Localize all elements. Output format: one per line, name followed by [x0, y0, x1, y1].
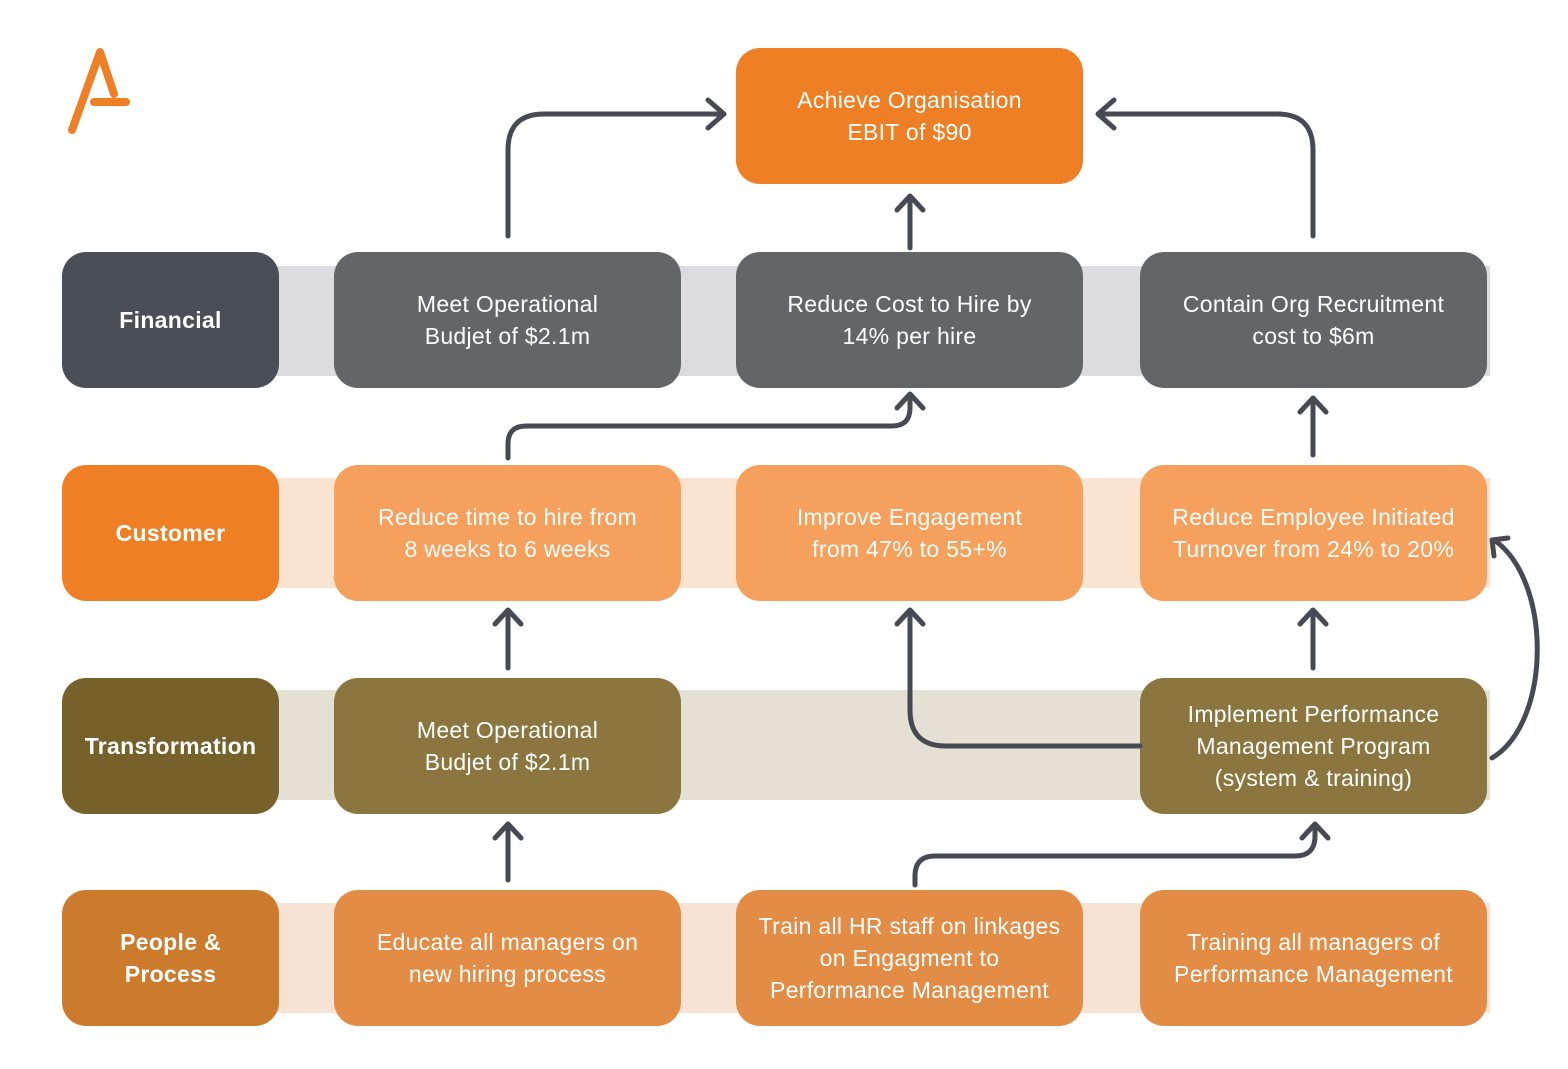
people-box-3: Training all managers of Performance Man… [1140, 890, 1487, 1026]
arrow-transformation2-to-customer2 [907, 609, 1143, 749]
people-box-2: Train all HR staff on linkages on Engagm… [736, 890, 1083, 1026]
customer-box-1: Reduce time to hire from 8 weeks to 6 we… [334, 465, 681, 601]
customer-box-3: Reduce Employee Initiated Turnover from … [1140, 465, 1487, 601]
arrow-financial1-to-goal [505, 111, 725, 239]
row-label-transformation: Transformation [62, 678, 279, 814]
financial-box-2: Reduce Cost to Hire by 14% per hire [736, 252, 1083, 388]
row-label-financial: Financial [62, 252, 279, 388]
financial-box-1: Meet Operational Budjet of $2.1m [334, 252, 681, 388]
goal-text: Achieve Organisation EBIT of $90 [797, 87, 1022, 145]
arrow-customer1-to-financial2 [505, 393, 913, 461]
arrow-transformation2-to-customer3-curve [1489, 537, 1540, 761]
row-label-people-process: People & Process [62, 890, 279, 1026]
people-box-1: Educate all managers on new hiring proce… [334, 890, 681, 1026]
logo-icon [68, 48, 130, 134]
financial-box-3: Contain Org Recruitment cost to $6m [1140, 252, 1487, 388]
customer-box-2: Improve Engagement from 47% to 55+% [736, 465, 1083, 601]
goal-box: Achieve Organisation EBIT of $90 [736, 48, 1083, 184]
arrow-people2-to-transformation2 [912, 823, 1318, 888]
transformation-box-2: Implement Performance Management Program… [1140, 678, 1487, 814]
row-label-customer: Customer [62, 465, 279, 601]
arrow-financial3-to-goal [1097, 111, 1316, 239]
transformation-box-1: Meet Operational Budjet of $2.1m [334, 678, 681, 814]
